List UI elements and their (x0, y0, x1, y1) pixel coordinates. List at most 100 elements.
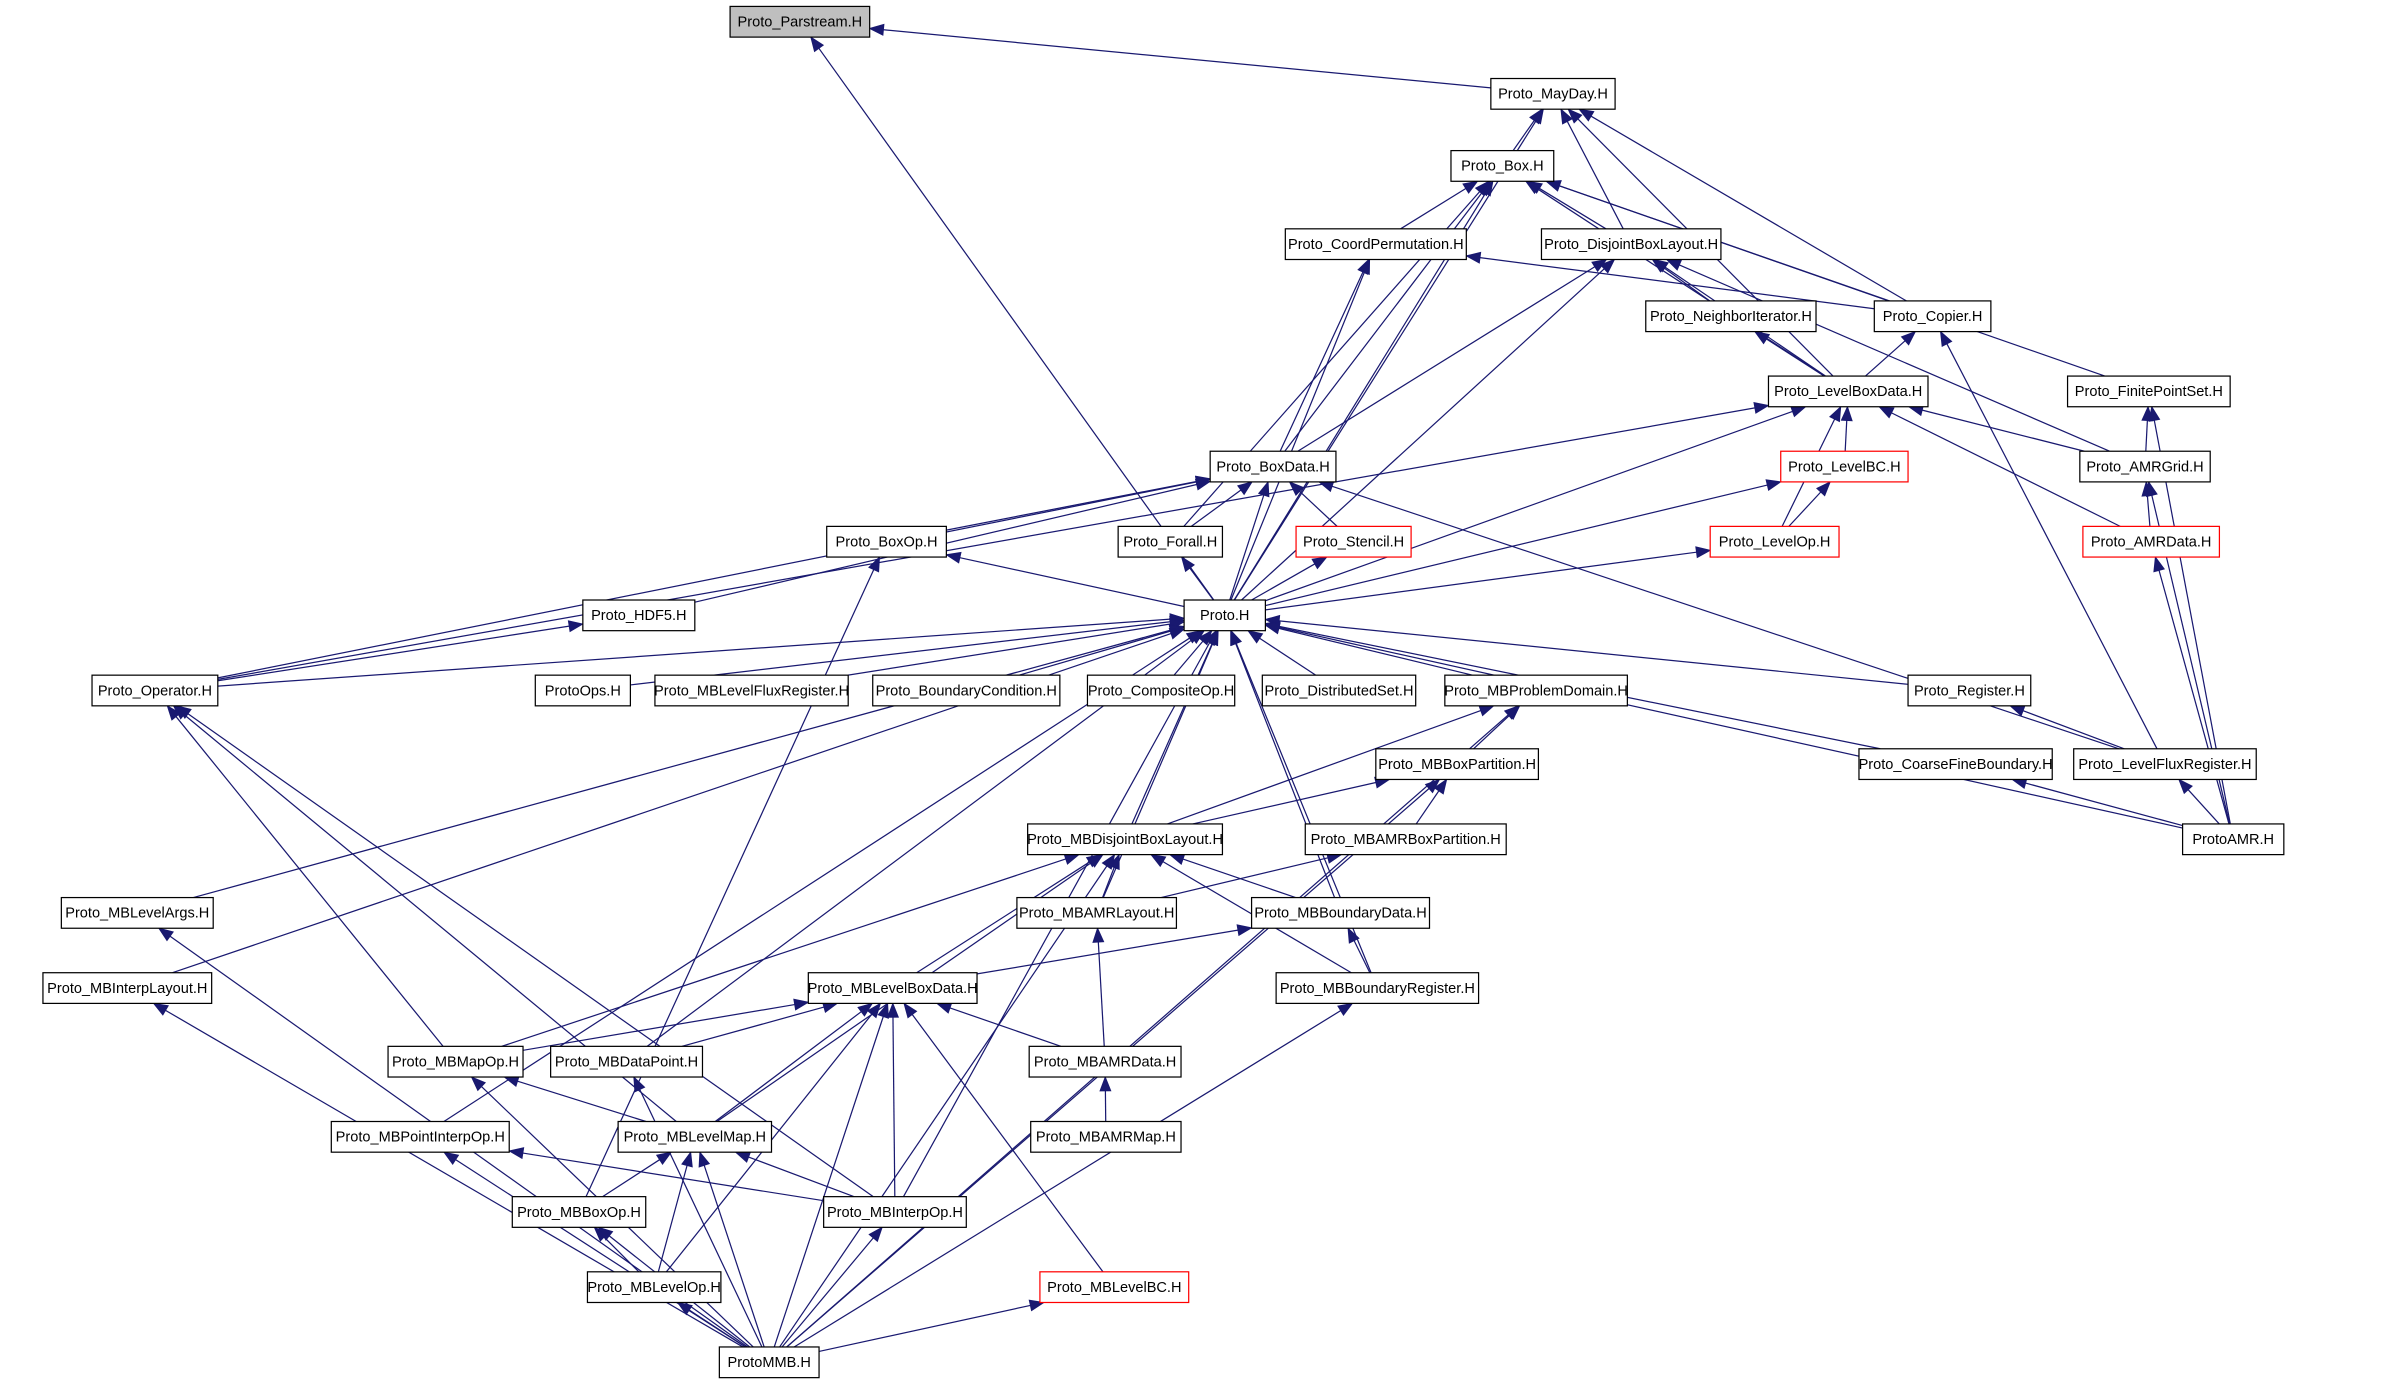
node-operator[interactable]: Proto_Operator.H (91, 674, 219, 707)
node-label: Proto_MBInterpLayout.H (47, 981, 207, 997)
edge-mbinterpop-to-mbpointinterp (507, 1147, 824, 1202)
edge-line (1251, 563, 1316, 601)
node-mbdatapoint[interactable]: Proto_MBDataPoint.H (550, 1045, 704, 1078)
edge-line (916, 861, 1090, 974)
node-label: ProtoAMR.H (2192, 832, 2274, 848)
edge-line (883, 29, 1491, 89)
edge-mbbounddata-to-proto (1230, 629, 1336, 898)
arrowhead-icon (1264, 621, 1281, 634)
node-box (2082, 525, 2221, 558)
edge-line (1265, 410, 1793, 602)
edge-proto-to-forall (1180, 556, 1214, 601)
node-protoops[interactable]: ProtoOps.H (534, 674, 632, 707)
node-mayday[interactable]: Proto_MayDay.H (1490, 77, 1616, 110)
node-parstream[interactable]: Proto_Parstream.H (729, 5, 871, 38)
node-mbpointinterp[interactable]: Proto_MBPointInterpOp.H (330, 1120, 510, 1153)
node-forall[interactable]: Proto_Forall.H (1117, 525, 1224, 558)
edge-line (1844, 420, 1848, 452)
node-boxdata[interactable]: Proto_BoxData.H (1209, 450, 1337, 483)
arrowhead-icon (1765, 479, 1782, 492)
edge-amrdata-to-levelboxdata (1878, 406, 2121, 527)
node-mblevelargs[interactable]: Proto_MBLevelArgs.H (60, 896, 214, 929)
node-mblevelmap[interactable]: Proto_MBLevelMap.H (617, 1120, 773, 1153)
node-levelboxdata[interactable]: Proto_LevelBoxData.H (1767, 375, 1929, 408)
node-mblevelbc[interactable]: Proto_MBLevelBC.H (1039, 1271, 1190, 1304)
node-box (2066, 375, 2231, 408)
edge-proto-to-levelbc (1265, 479, 1782, 607)
edge-line (443, 637, 1190, 1123)
node-box (1117, 525, 1224, 558)
node-label: Proto_AMRData.H (2091, 534, 2212, 550)
arrowhead-icon (1524, 180, 1542, 195)
node-mbinterplayout[interactable]: Proto_MBInterpLayout.H (42, 972, 213, 1005)
arrowhead-icon (1194, 476, 1212, 488)
edge-boxop-to-boxdata (946, 475, 1212, 531)
node-proto[interactable]: Proto.H (1183, 599, 1266, 632)
node-box (1261, 674, 1417, 707)
edge-line (2025, 782, 2183, 827)
edge-copier-to-coordperm (1465, 251, 1875, 310)
edge-line (1265, 551, 1697, 611)
node-cfb[interactable]: Proto_CoarseFineBoundary.H (1858, 748, 2053, 781)
node-mbprobdomain[interactable]: Proto_MBProblemDomain.H (1444, 674, 1628, 707)
edge-line (646, 638, 1194, 1047)
node-protommb[interactable]: ProtoMMB.H (718, 1346, 820, 1379)
node-box (387, 1045, 524, 1078)
node-mbamrdata[interactable]: Proto_MBAMRData.H (1028, 1045, 1182, 1078)
node-amrgrid[interactable]: Proto_AMRGrid.H (2079, 450, 2211, 483)
node-dbl[interactable]: Proto_DisjointBoxLayout.H (1540, 228, 1722, 261)
node-box (1767, 375, 1929, 408)
edge-line (786, 714, 1509, 1348)
arrowhead-icon (903, 1002, 918, 1019)
node-distset[interactable]: Proto_DistributedSet.H (1261, 674, 1417, 707)
node-label: Proto_MBLevelOp.H (587, 1280, 721, 1296)
edge-line (1233, 192, 1487, 601)
arrowhead-icon (1337, 1002, 1354, 1017)
node-mblevelboxdata[interactable]: Proto_MBLevelBoxData.H (808, 972, 978, 1005)
edge-line (1473, 714, 1510, 750)
edge-boxdata-to-box (1284, 180, 1492, 452)
edge-line (1190, 489, 1242, 527)
node-stencil[interactable]: Proto_Stencil.H (1295, 525, 1412, 558)
node-box (1250, 896, 1431, 929)
edge-line (2158, 570, 2230, 825)
node-box (1858, 748, 2053, 781)
node-label: Proto_LevelFluxRegister.H (2078, 757, 2251, 773)
node-mblfr[interactable]: Proto_MBLevelFluxRegister.H (654, 674, 849, 707)
node-hdf5[interactable]: Proto_HDF5.H (582, 599, 696, 632)
edge-mblevelmap-to-mblevelboxdata (714, 1002, 874, 1122)
node-levelop[interactable]: Proto_LevelOp.H (1709, 525, 1840, 558)
node-label: Proto_MBBoxPartition.H (1378, 757, 1536, 773)
edge-line (1539, 187, 1607, 230)
node-mbamrmap[interactable]: Proto_MBAMRMap.H (1030, 1120, 1182, 1153)
node-mbamrlayout[interactable]: Proto_MBAMRLayout.H (1016, 896, 1178, 929)
edge-proto-to-boxdata (1229, 480, 1270, 601)
arrowhead-icon (1530, 108, 1544, 125)
node-mbmapop[interactable]: Proto_MBMapOp.H (387, 1045, 524, 1078)
node-lfr[interactable]: Proto_LevelFluxRegister.H (2073, 748, 2257, 781)
arrowhead-icon (152, 1002, 169, 1016)
node-compositeop[interactable]: Proto_CompositeOp.H (1086, 674, 1236, 707)
node-protoamr[interactable]: ProtoAMR.H (2181, 823, 2285, 856)
node-mbamrboxpart[interactable]: Proto_MBAMRBoxPartition.H (1304, 823, 1507, 856)
node-amrdata[interactable]: Proto_AMRData.H (2082, 525, 2221, 558)
node-label: Proto_MBAMRData.H (1034, 1054, 1176, 1070)
node-box (1028, 1045, 1182, 1078)
node-copier[interactable]: Proto_Copier.H (1873, 300, 1992, 333)
node-mbboundreg[interactable]: Proto_MBBoundaryRegister.H (1275, 972, 1480, 1005)
node-mblevelop[interactable]: Proto_MBLevelOp.H (586, 1271, 722, 1304)
node-boxop[interactable]: Proto_BoxOp.H (826, 525, 947, 558)
node-box[interactable]: Proto_Box.H (1450, 149, 1555, 182)
node-finitepointset[interactable]: Proto_FinitePointSet.H (2066, 375, 2231, 408)
node-bc[interactable]: Proto_BoundaryCondition.H (872, 674, 1061, 707)
node-mbinterpop[interactable]: Proto_MBInterpOp.H (823, 1196, 967, 1228)
edge-operator-to-levelboxdata (217, 402, 1770, 680)
node-mbdbl[interactable]: Proto_MBDisjointBoxLayout.H (1027, 823, 1224, 856)
node-mbboxpart[interactable]: Proto_MBBoxPartition.H (1375, 748, 1540, 781)
node-coordperm[interactable]: Proto_CoordPermutation.H (1284, 228, 1467, 261)
node-neighbor[interactable]: Proto_NeighborIterator.H (1645, 300, 1817, 333)
node-levelbc[interactable]: Proto_LevelBC.H (1780, 450, 1909, 483)
node-register[interactable]: Proto_Register.H (1907, 674, 2032, 707)
node-mbbounddata[interactable]: Proto_MBBoundaryData.H (1250, 896, 1431, 929)
node-mbboxop[interactable]: Proto_MBBoxOp.H (511, 1196, 647, 1228)
